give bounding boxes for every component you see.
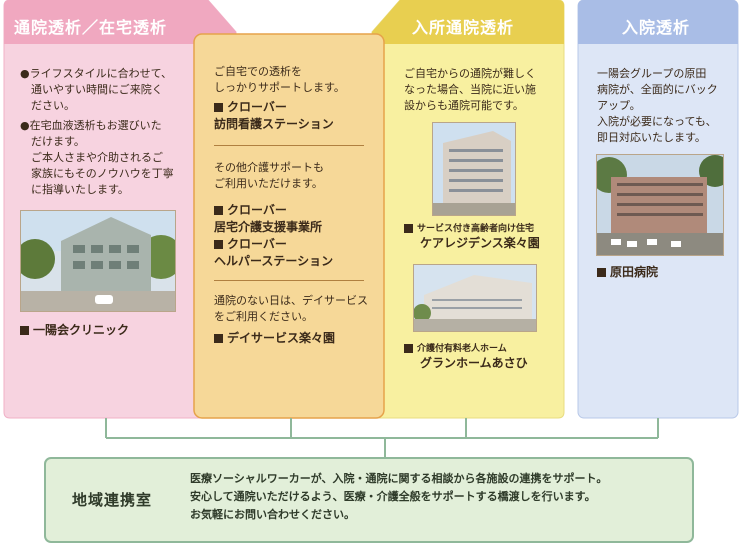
orange-facility-visiting-nurse: クローバー 訪問看護ステーション xyxy=(214,100,334,131)
orange-divider-1 xyxy=(214,145,364,146)
square-bullet-icon xyxy=(597,268,606,277)
pink-card-title: 通院透析／在宅透析 xyxy=(14,18,168,37)
square-bullet-icon xyxy=(404,224,413,233)
square-bullet-icon xyxy=(214,240,223,249)
blue-intro: 一陽会グループの原田 病院が、全面的にバック アップ。 入院が必要になっても、 … xyxy=(597,67,718,144)
orange-support-text: その他介護サポートも ご利用いただけます。 xyxy=(214,161,324,190)
yellow-facility1-name: ケアレジデンス楽々園 xyxy=(420,236,540,250)
orange-day-service-text: 通院のない日は、デイサービス をご利用ください。 xyxy=(214,294,368,323)
pink-facility-label: 一陽会クリニック xyxy=(20,322,129,339)
square-bullet-icon xyxy=(20,326,29,335)
blue-facility-label: 原田病院 xyxy=(597,264,658,281)
yellow-title-band xyxy=(372,0,564,44)
yellow-facility1-type: サービス付き高齢者向け住宅 xyxy=(404,221,534,234)
bottom-box-title: 地域連携室 xyxy=(72,491,153,509)
yellow-facility2-type: 介護付有料老人ホーム xyxy=(404,341,507,354)
bottom-box xyxy=(44,457,694,543)
blue-title-band xyxy=(578,0,738,44)
square-bullet-icon xyxy=(404,344,413,353)
harada-hospital-photo xyxy=(596,154,724,256)
square-bullet-icon xyxy=(214,206,223,215)
yellow-card-title: 入所通院透析 xyxy=(412,18,515,37)
orange-card xyxy=(193,33,385,419)
square-bullet-icon xyxy=(214,103,223,112)
orange-divider-2 xyxy=(214,280,364,281)
pink-title-band xyxy=(4,0,236,44)
bottom-box-text: 医療ソーシャルワーカーが、入院・通院に関する相談から各施設の連携をサポート。 安… xyxy=(190,472,608,521)
connector-lines xyxy=(105,418,659,458)
care-residence-photo xyxy=(432,122,516,216)
orange-intro: ご自宅での透析を しっかりサポートします。 xyxy=(214,65,345,94)
orange-facility-day-service: デイサービス楽々園 xyxy=(214,330,335,347)
yellow-facility2-name: グランホームあさひ xyxy=(420,356,528,370)
orange-facility-helper: クローバー ヘルパーステーション xyxy=(214,237,334,268)
blue-card-title: 入院透析 xyxy=(622,18,691,37)
grand-home-photo xyxy=(413,264,537,332)
pink-bullet-lifestyle: ●ライフスタイルに合わせて、 通いやすい時間にご来院く ださい。 xyxy=(20,67,173,112)
pink-bullet-home-hemodialysis: ●在宅血液透析もお選びいた だけます。 ご本人さまや介助されるご 家族にもそのノ… xyxy=(20,119,174,196)
yellow-intro: ご自宅からの通院が難しく なった場合、当院に近い施 設からも通院可能です。 xyxy=(404,67,536,112)
ichiyokai-clinic-photo xyxy=(20,210,176,312)
square-bullet-icon xyxy=(214,334,223,343)
orange-facility-care-support: クローバー 居宅介護支援事業所 xyxy=(214,203,323,234)
